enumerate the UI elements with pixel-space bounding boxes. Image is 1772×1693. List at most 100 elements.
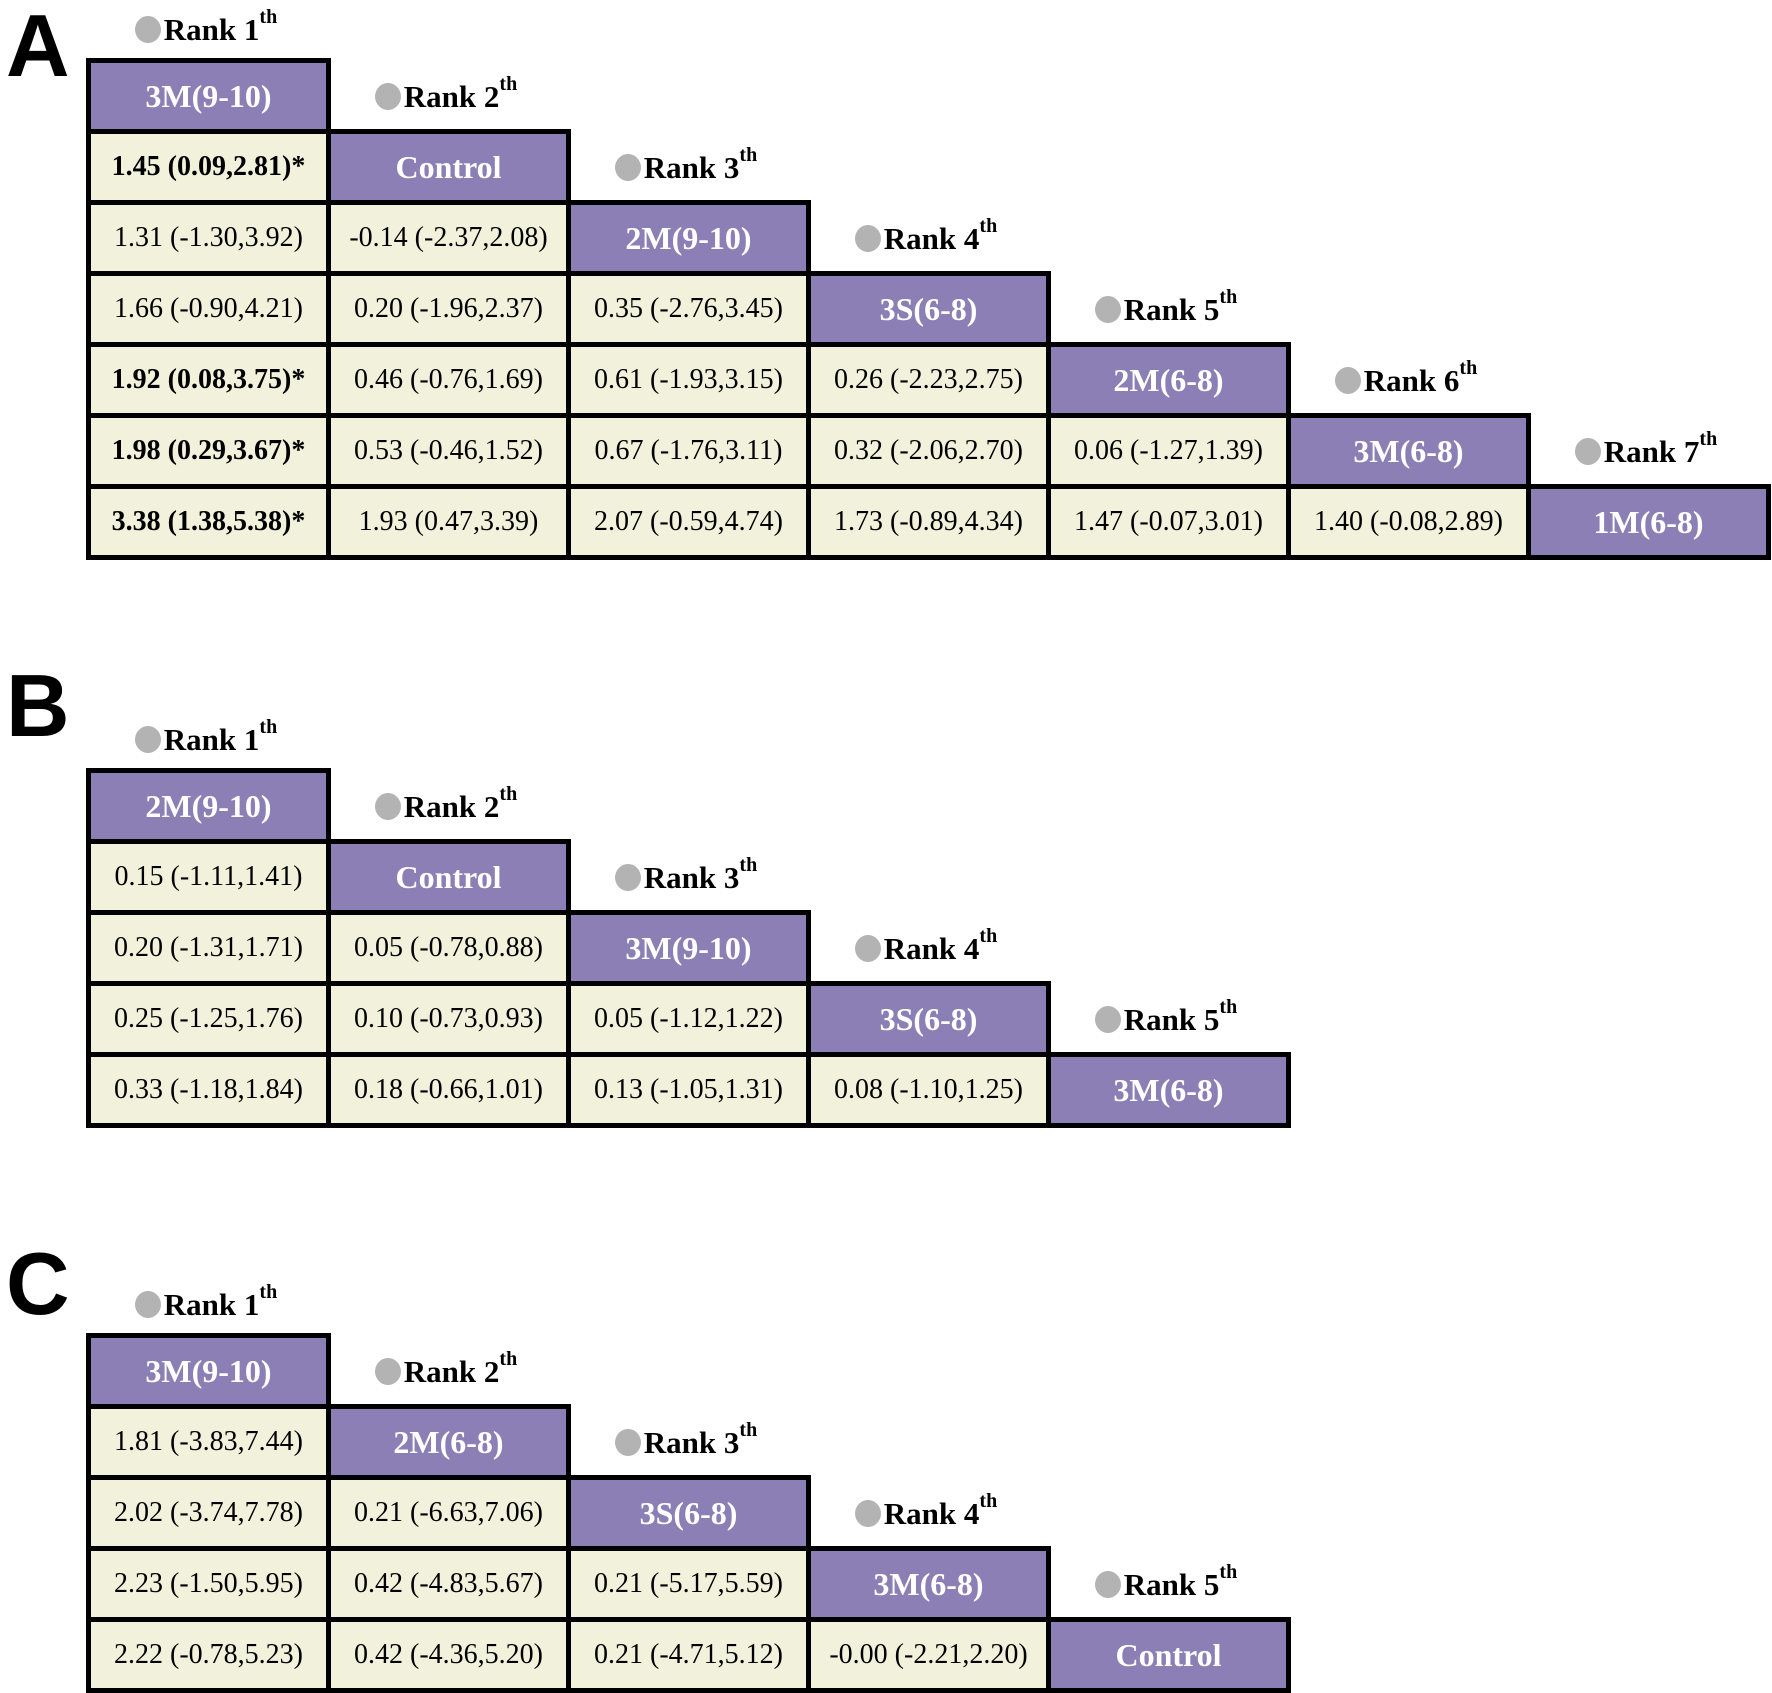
treatment-cell: 2M(6-8) bbox=[1046, 342, 1291, 418]
rank-dot-icon bbox=[134, 725, 161, 753]
rank-label-suffix: th bbox=[259, 716, 278, 738]
treatment-cell: 3M(9-10) bbox=[86, 58, 331, 134]
rank-label-suffix: th bbox=[499, 73, 518, 95]
estimate-cell: 0.53 (-0.46,1.52) bbox=[326, 413, 571, 489]
rank-dot-icon bbox=[134, 15, 161, 43]
rank-label-text: Rank 5 bbox=[1123, 1566, 1220, 1602]
rank-dot-icon bbox=[1574, 437, 1601, 465]
rank-label-suffix: th bbox=[739, 144, 758, 166]
rank-label-text: Rank 1 bbox=[163, 11, 260, 47]
treatment-cell: 3S(6-8) bbox=[566, 1475, 811, 1551]
rank-label-text: Rank 4 bbox=[883, 1495, 980, 1531]
rank-label-suffix: th bbox=[1219, 996, 1238, 1018]
rank-label-text: Rank 3 bbox=[643, 859, 740, 895]
estimate-cell: 0.42 (-4.36,5.20) bbox=[326, 1617, 571, 1693]
rank-label-suffix: th bbox=[499, 1348, 518, 1370]
rank-label-suffix: th bbox=[1219, 1561, 1238, 1583]
table-row: 1.92 (0.08,3.75)*0.46 (-0.76,1.69)0.61 (… bbox=[86, 342, 1771, 418]
estimate-cell: 0.26 (-2.23,2.75) bbox=[806, 342, 1051, 418]
rank-dot-icon bbox=[854, 934, 881, 962]
rank-label-suffix: th bbox=[259, 1281, 278, 1303]
estimate-cell: 0.18 (-0.66,1.01) bbox=[326, 1052, 571, 1128]
rank-dot-icon bbox=[614, 153, 641, 181]
estimate-cell: 0.42 (-4.83,5.67) bbox=[326, 1546, 571, 1622]
rank-dot-icon bbox=[614, 1428, 641, 1456]
table-row: 3.38 (1.38,5.38)*1.93 (0.47,3.39)2.07 (-… bbox=[86, 484, 1771, 560]
estimate-cell: 1.66 (-0.90,4.21) bbox=[86, 271, 331, 347]
estimate-cell: 0.21 (-4.71,5.12) bbox=[566, 1617, 811, 1693]
rank-label-suffix: th bbox=[499, 783, 518, 805]
treatment-cell: Control bbox=[326, 129, 571, 205]
rank-dot-icon bbox=[854, 1499, 881, 1527]
treatment-cell: Control bbox=[326, 839, 571, 915]
rank-label-text: Rank 2 bbox=[403, 78, 500, 114]
rank-label-suffix: th bbox=[979, 215, 998, 237]
estimate-cell: 1.31 (-1.30,3.92) bbox=[86, 200, 331, 276]
estimate-cell: 3.38 (1.38,5.38)* bbox=[86, 484, 331, 560]
estimate-cell: 1.92 (0.08,3.75)* bbox=[86, 342, 331, 418]
table-row: 0.25 (-1.25,1.76)0.10 (-0.73,0.93)0.05 (… bbox=[86, 981, 1291, 1057]
estimate-cell: 0.46 (-0.76,1.69) bbox=[326, 342, 571, 418]
rank-label-suffix: th bbox=[979, 925, 998, 947]
treatment-cell: 3M(9-10) bbox=[86, 1333, 331, 1409]
rank-label-text: Rank 1 bbox=[163, 1286, 260, 1322]
estimate-cell: 0.35 (-2.76,3.45) bbox=[566, 271, 811, 347]
rank-dot-icon bbox=[1094, 1005, 1121, 1033]
table-row: 0.33 (-1.18,1.84)0.18 (-0.66,1.01)0.13 (… bbox=[86, 1052, 1291, 1128]
estimate-cell: 0.20 (-1.31,1.71) bbox=[86, 910, 331, 986]
rank-label-suffix: th bbox=[739, 854, 758, 876]
treatment-cell: Control bbox=[1046, 1617, 1291, 1693]
treatment-cell: 3S(6-8) bbox=[806, 271, 1051, 347]
table-row: 1.31 (-1.30,3.92)-0.14 (-2.37,2.08)2M(9-… bbox=[86, 200, 1771, 276]
table-row: 1.66 (-0.90,4.21)0.20 (-1.96,2.37)0.35 (… bbox=[86, 271, 1771, 347]
table-row: 0.20 (-1.31,1.71)0.05 (-0.78,0.88)3M(9-1… bbox=[86, 910, 1291, 986]
treatment-cell: 3M(6-8) bbox=[1046, 1052, 1291, 1128]
rank-label-text: Rank 4 bbox=[883, 930, 980, 966]
treatment-cell: 3M(6-8) bbox=[1286, 413, 1531, 489]
estimate-cell: 0.08 (-1.10,1.25) bbox=[806, 1052, 1051, 1128]
estimate-cell: 0.32 (-2.06,2.70) bbox=[806, 413, 1051, 489]
rank-label-suffix: th bbox=[979, 1490, 998, 1512]
estimate-cell: 1.47 (-0.07,3.01) bbox=[1046, 484, 1291, 560]
table-row: 2.23 (-1.50,5.95)0.42 (-4.83,5.67)0.21 (… bbox=[86, 1546, 1291, 1622]
rank-label-suffix: th bbox=[1219, 286, 1238, 308]
estimate-cell: -0.14 (-2.37,2.08) bbox=[326, 200, 571, 276]
estimate-cell: 1.93 (0.47,3.39) bbox=[326, 484, 571, 560]
rank-label-text: Rank 7 bbox=[1603, 433, 1700, 469]
treatment-cell: 2M(9-10) bbox=[566, 200, 811, 276]
rank-label-text: Rank 2 bbox=[403, 1353, 500, 1389]
rank-dot-icon bbox=[374, 792, 401, 820]
estimate-cell: 2.22 (-0.78,5.23) bbox=[86, 1617, 331, 1693]
estimate-cell: 0.06 (-1.27,1.39) bbox=[1046, 413, 1291, 489]
rank-label-text: Rank 3 bbox=[643, 149, 740, 185]
estimate-cell: 0.10 (-0.73,0.93) bbox=[326, 981, 571, 1057]
estimate-cell: 0.05 (-0.78,0.88) bbox=[326, 910, 571, 986]
panel-b-label: B bbox=[6, 656, 70, 755]
estimate-cell: 0.67 (-1.76,3.11) bbox=[566, 413, 811, 489]
rank-label-suffix: th bbox=[739, 1419, 758, 1441]
estimate-cell: 1.45 (0.09,2.81)* bbox=[86, 129, 331, 205]
rank-label-text: Rank 5 bbox=[1123, 1001, 1220, 1037]
